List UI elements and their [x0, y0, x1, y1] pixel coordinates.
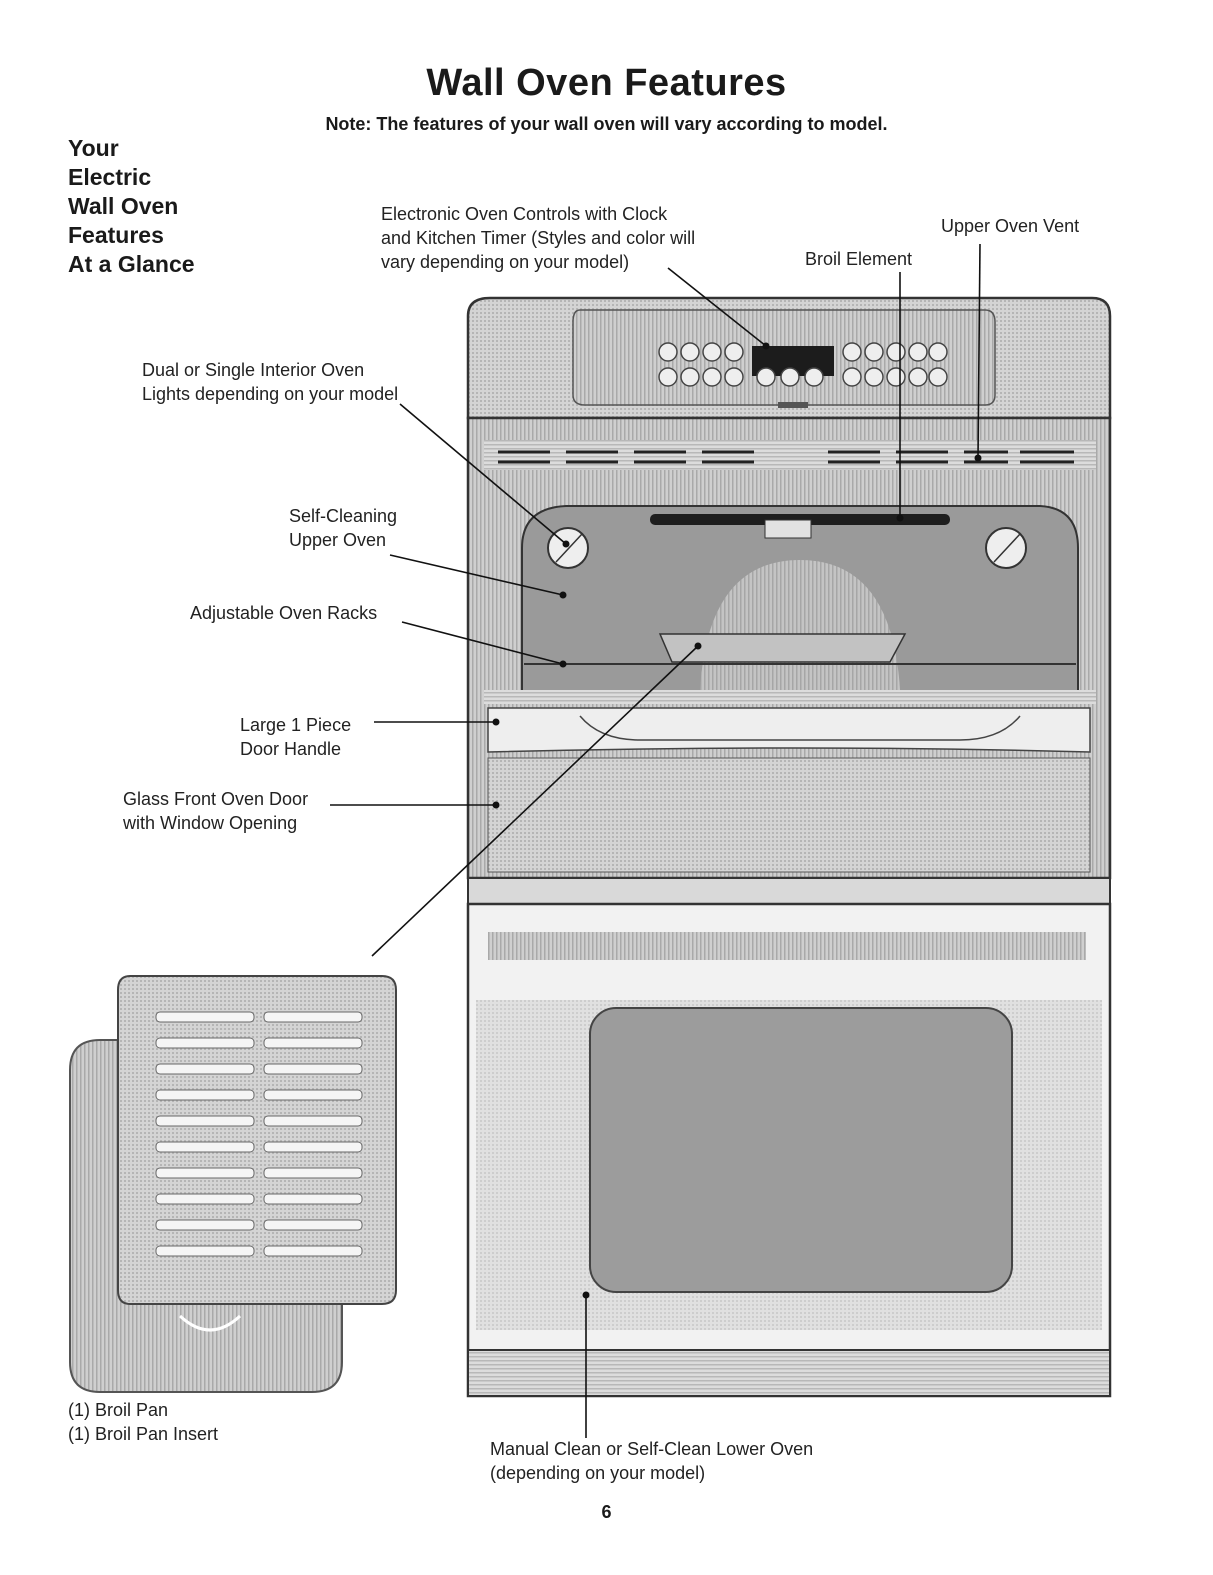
label-line: and Kitchen Timer (Styles and color will [381, 228, 696, 248]
oven-pan [658, 633, 907, 663]
lower-oven-window [589, 1007, 1013, 1293]
oven-racks-label: Adjustable Oven Racks [190, 603, 378, 623]
oven-light [985, 527, 1027, 569]
label-line: (1) Broil Pan Insert [68, 1424, 219, 1444]
page-title: Wall Oven Features [426, 62, 787, 104]
broil-pan-insert-slots [155, 1011, 363, 1257]
control-panel [466, 296, 1112, 420]
page-number: 6 [601, 1502, 612, 1522]
upper-oven-vent-label: Upper Oven Vent [941, 216, 1080, 236]
broil-element-label: Broil Element [805, 249, 913, 269]
label-line: (1) Broil Pan [68, 1400, 169, 1420]
upper-oven [466, 416, 1112, 905]
lower-oven-label: Manual Clean or Self-Clean Lower Oven (d… [490, 1437, 813, 1485]
callout-dots [492, 342, 982, 1299]
section-heading-line: Wall Oven [68, 193, 179, 219]
section-heading-line: Features [68, 222, 164, 248]
upper-oven-vent-slots [498, 450, 1074, 464]
label-line: Dual or Single Interior Oven [142, 360, 365, 380]
label-line: Lights depending on your model [142, 384, 399, 404]
label-line: vary depending on your model) [381, 252, 630, 272]
label-line: Door Handle [240, 739, 342, 759]
label-line: with Window Opening [123, 813, 298, 833]
glass-door-label: Glass Front Oven Door with Window Openin… [123, 787, 308, 835]
label-line: Manual Clean or Self-Clean Lower Oven [490, 1439, 814, 1459]
page-note: Note: The features of your wall oven wil… [325, 114, 888, 134]
label-line: Electronic Oven Controls with Clock [381, 204, 668, 224]
door-handle-label: Large 1 Piece Door Handle [240, 713, 351, 761]
section-heading-line: At a Glance [68, 251, 195, 277]
interior-lights-label: Dual or Single Interior Oven Lights depe… [142, 358, 398, 406]
controls-label: Electronic Oven Controls with Clock and … [381, 202, 695, 274]
label-line: Glass Front Oven Door [123, 789, 309, 809]
label-line: Self-Cleaning [289, 506, 398, 526]
section-heading-line: Your [68, 135, 119, 161]
lower-oven [466, 902, 1112, 1398]
section-heading: Your Electric Wall Oven Features At a Gl… [68, 134, 195, 279]
label-line: (depending on your model) [490, 1463, 706, 1483]
broil-pan [69, 975, 397, 1393]
label-line: Large 1 Piece [240, 715, 352, 735]
callout-lines [330, 243, 981, 1438]
lower-oven-handle [488, 932, 1086, 960]
glass-door-window [487, 757, 1091, 873]
label-line: Upper Oven [289, 530, 387, 550]
self-cleaning-label: Self-Cleaning Upper Oven [289, 504, 397, 552]
broil-pan-label: (1) Broil Pan (1) Broil Pan Insert [68, 1398, 218, 1446]
door-handle [487, 707, 1091, 753]
section-heading-line: Electric [68, 164, 152, 190]
